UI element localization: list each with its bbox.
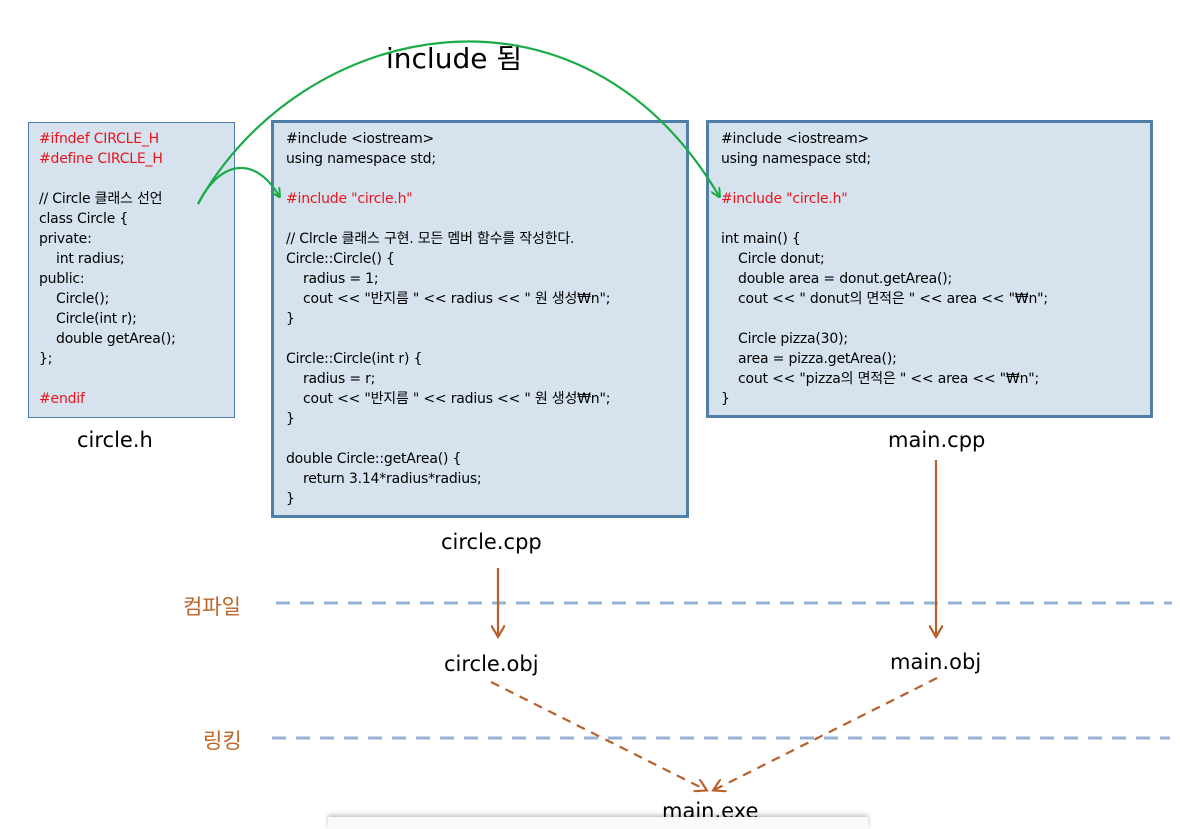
code-line: using namespace std; — [286, 151, 436, 167]
code-line: cout << "pizza의 면적은 " << area << "₩n"; — [721, 371, 1039, 387]
include-arrow-to-impl — [197, 167, 279, 205]
circle-obj-label: circle.obj — [444, 652, 539, 676]
code-line: // Circle 클래스 선언 — [39, 191, 163, 207]
code-line: int main() { — [721, 231, 801, 247]
header-code: #ifndef CIRCLE_H #define CIRCLE_H // Circ… — [39, 129, 176, 409]
code-line: area = pizza.getArea(); — [721, 351, 897, 367]
code-line: double area = donut.getArea(); — [721, 271, 953, 287]
code-line: } — [286, 491, 295, 507]
impl-file-box: #include <iostream>using namespace std; … — [271, 120, 689, 518]
main-file-name: main.cpp — [888, 428, 986, 452]
code-line: #include "circle.h" — [721, 191, 848, 207]
header-file-name: circle.h — [77, 428, 153, 452]
code-line: return 3.14*radius*radius; — [286, 471, 482, 487]
code-line: int radius; — [39, 251, 125, 267]
code-line: // Clrcle 클래스 구현. 모든 멤버 함수를 작성한다. — [286, 231, 575, 247]
code-line: Circle(int r); — [39, 311, 137, 327]
code-line: } — [286, 411, 295, 427]
impl-code: #include <iostream>using namespace std; … — [286, 129, 610, 509]
include-arrow-to-main — [197, 40, 719, 205]
impl-file-name: circle.cpp — [441, 530, 542, 554]
code-line: Circle pizza(30); — [721, 331, 848, 347]
code-line: #include <iostream> — [286, 131, 435, 147]
code-line: public: — [39, 271, 85, 287]
bottom-panel-edge — [328, 817, 868, 829]
code-line: double getArea(); — [39, 331, 176, 347]
code-line: radius = r; — [286, 371, 376, 387]
link-arrow-circle-obj — [490, 681, 706, 790]
code-line: #ifndef CIRCLE_H — [39, 131, 159, 147]
code-line: double Circle::getArea() { — [286, 451, 462, 467]
link-stage-label: 링킹 — [203, 729, 242, 753]
code-line: cout << " donut의 면적은 " << area << "₩n"; — [721, 291, 1048, 307]
code-line: }; — [39, 351, 53, 367]
code-line: class Circle { — [39, 211, 129, 227]
code-line: Circle::Circle(int r) { — [286, 351, 423, 367]
code-line: using namespace std; — [721, 151, 871, 167]
main-code: #include <iostream>using namespace std; … — [721, 129, 1048, 409]
header-file-box: #ifndef CIRCLE_H #define CIRCLE_H // Circ… — [28, 122, 235, 418]
code-line: cout << "반지름 " << radius << " 원 생성₩n"; — [286, 291, 611, 307]
code-line: #endif — [39, 391, 85, 407]
compile-stage-label: 컴파일 — [183, 595, 241, 619]
code-line: private: — [39, 231, 92, 247]
link-arrow-main-obj — [714, 677, 938, 790]
code-line: Circle::Circle() { — [286, 251, 395, 267]
main-obj-label: main.obj — [890, 650, 982, 674]
code-line: #include <iostream> — [721, 131, 870, 147]
code-line: #include "circle.h" — [286, 191, 413, 207]
code-line: } — [721, 391, 730, 407]
code-line: cout << "반지름 " << radius << " 원 생성₩n"; — [286, 391, 611, 407]
code-line: radius = 1; — [286, 271, 379, 287]
code-line: #define CIRCLE_H — [39, 151, 163, 167]
code-line: Circle donut; — [721, 251, 825, 267]
main-file-box: #include <iostream>using namespace std; … — [706, 120, 1153, 418]
code-line: Circle(); — [39, 291, 110, 307]
code-line: } — [286, 311, 295, 327]
